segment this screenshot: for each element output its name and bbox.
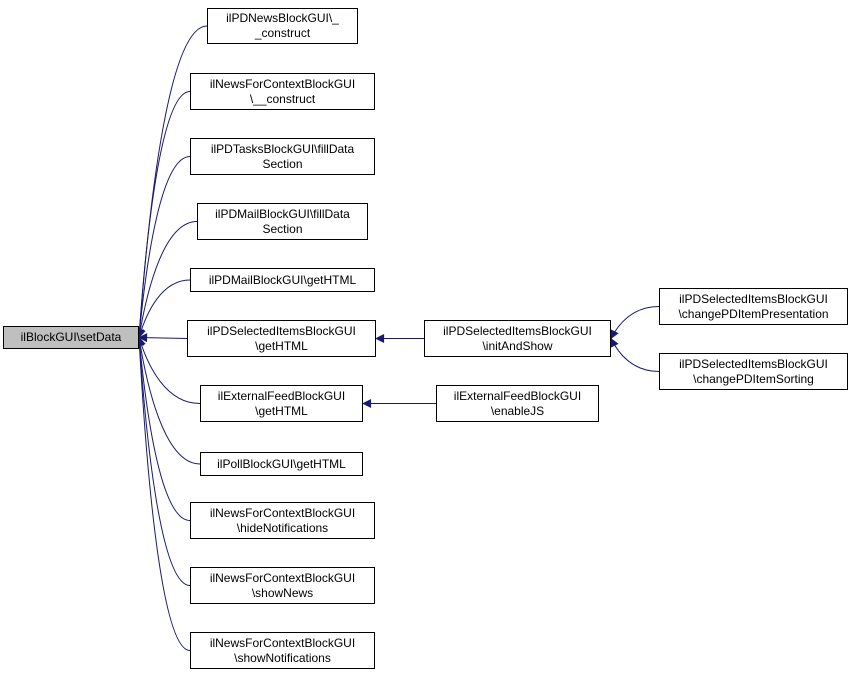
node-label-line: ilPDSelectedItemsBlockGUI <box>679 291 828 306</box>
node-label-line: \hideNotifications <box>236 520 329 535</box>
edge-tasks_fill-to-setdata <box>135 156 191 339</box>
node-poll_html[interactable]: ilPollBlockGUI\getHTML <box>200 452 363 476</box>
node-label-line: ilPDMailBlockGUI\fillData <box>215 206 350 221</box>
node-label-line: ilNewsForContextBlockGUI <box>209 570 356 585</box>
node-label-line: \getHTML <box>255 403 308 418</box>
edge-mail_fill-to-setdata <box>135 221 198 339</box>
node-label-line: ilBlockGUI\setData <box>20 330 122 344</box>
node-label-line: \changePDItemPresentation <box>678 306 829 321</box>
node-sel_init[interactable]: ilPDSelectedItemsBlockGUI\initAndShow <box>424 320 611 357</box>
edge-ctx_shownews-to-setdata <box>135 336 191 586</box>
node-label-line: ilExternalFeedBlockGUI <box>453 388 582 403</box>
node-ext_html[interactable]: ilExternalFeedBlockGUI\getHTML <box>200 385 363 422</box>
node-ctx_shownews[interactable]: ilNewsForContextBlockGUI\showNews <box>190 567 375 604</box>
edge-sel_html-to-setdata <box>138 333 188 343</box>
node-label-line: \showNews <box>251 585 314 600</box>
node-ctx_hide[interactable]: ilNewsForContextBlockGUI\hideNotificatio… <box>190 502 375 539</box>
node-label-line: Section <box>262 221 303 236</box>
node-sel_sort[interactable]: ilPDSelectedItemsBlockGUI\changePDItemSo… <box>659 353 848 390</box>
node-ctx_construct[interactable]: ilNewsForContextBlockGUI\__construct <box>190 73 375 110</box>
node-ext_enable[interactable]: ilExternalFeedBlockGUI\enableJS <box>436 385 599 422</box>
node-label-line: ilPDNewsBlockGUI\_ <box>226 11 339 25</box>
node-label-line: ilNewsForContextBlockGUI <box>209 76 356 91</box>
edge-mail_html-to-setdata <box>136 279 191 339</box>
edge-ctx_hide-to-setdata <box>135 336 191 521</box>
node-label-line: ilExternalFeedBlockGUI <box>217 388 346 403</box>
edge-ctx_shownotif-to-setdata <box>134 336 191 651</box>
node-label-line: _construct <box>254 26 311 40</box>
node-news_construct[interactable]: ilPDNewsBlockGUI\__construct <box>207 8 358 44</box>
node-label-line: ilPollBlockGUI\getHTML <box>217 456 346 471</box>
node-sel_present[interactable]: ilPDSelectedItemsBlockGUI\changePDItemPr… <box>659 288 848 325</box>
node-label-line: \initAndShow <box>482 338 553 353</box>
edge-ctx_construct-to-setdata <box>135 91 191 339</box>
node-label-line: ilNewsForContextBlockGUI <box>209 635 356 650</box>
node-ctx_shownotif[interactable]: ilNewsForContextBlockGUI\showNotificatio… <box>190 632 375 669</box>
node-label-line: ilPDSelectedItemsBlockGUI <box>207 323 356 338</box>
node-label-line: ilPDMailBlockGUI\getHTML <box>208 272 357 287</box>
node-label-line: \__construct <box>249 91 316 106</box>
node-label-line: ilNewsForContextBlockGUI <box>209 505 356 520</box>
edge-ext_html-to-setdata <box>137 336 201 404</box>
node-label-line: ilPDSelectedItemsBlockGUI <box>443 323 592 338</box>
node-label-line: \enableJS <box>490 403 545 418</box>
edge-sel_sort-to-sel_init <box>610 337 660 372</box>
node-label-line: \getHTML <box>255 338 308 353</box>
node-label-line: \changePDItemSorting <box>693 371 814 386</box>
node-sel_html[interactable]: ilPDSelectedItemsBlockGUI\getHTML <box>187 320 376 357</box>
node-label-line: Section <box>262 156 303 171</box>
node-label-line: \showNotifications <box>234 650 331 665</box>
edge-poll_html-to-setdata <box>135 336 201 465</box>
edge-sel_present-to-sel_init <box>610 306 660 340</box>
node-mail_html[interactable]: ilPDMailBlockGUI\getHTML <box>190 268 375 292</box>
node-setdata[interactable]: ilBlockGUI\setData <box>3 326 139 349</box>
node-label-line: ilPDSelectedItemsBlockGUI <box>679 356 828 371</box>
node-label-line: ilPDTasksBlockGUI\fillData <box>210 141 355 156</box>
